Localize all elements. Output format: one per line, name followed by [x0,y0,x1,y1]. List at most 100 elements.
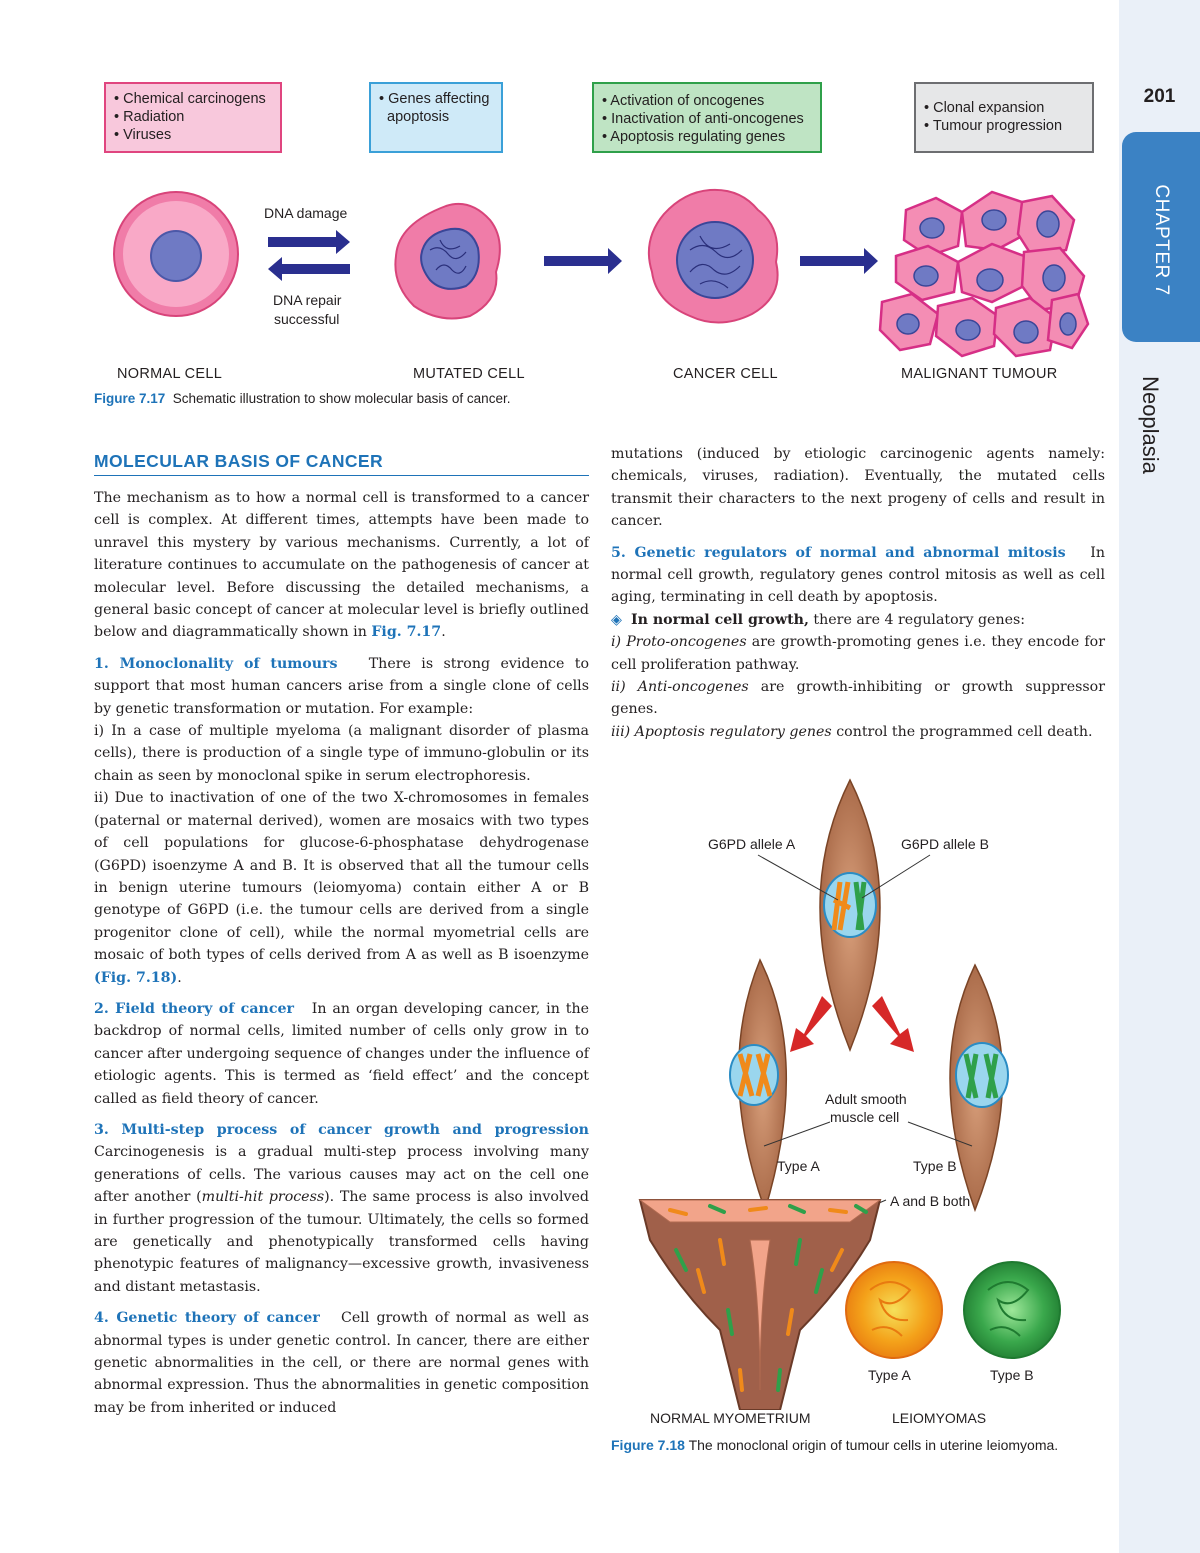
allele-a-label: G6PD allele A [708,836,796,852]
uterus-myometrium [638,1199,882,1410]
box-line: • Genes affecting [379,91,490,107]
a-and-b-label: A and B both [890,1193,971,1209]
chapter-title: Neoplasia [1138,376,1163,474]
gene-item-i: i) Proto-oncogenes are growth-promoting … [611,631,1105,676]
normal-cell [113,191,239,317]
figure-7-18-illustration [638,778,1061,1410]
intro-end: . [441,624,446,641]
fig-7-18-link[interactable]: (Fig. 7.18) [94,969,178,986]
dna-repair-label: DNA repair [273,292,342,308]
cause-box-expansion: • Clonal expansion • Tumour progression [914,82,1094,153]
dna-damage-label: DNA damage [264,205,348,221]
field-theory-text: In an organ developing cancer, in the ba… [94,1000,590,1107]
monoclonality-heading: 1. Monoclonality of tumours [94,655,338,672]
adult-cell-label: Adult smooth [825,1091,907,1107]
box-line: • Tumour progression [924,118,1063,134]
allele-b-pointer [861,854,931,899]
box-line: • Clonal expansion [924,100,1045,116]
item-ii-text: ii) Due to inactivation of one of the tw… [94,790,589,964]
fig-7-17-link[interactable]: Fig. 7.17 [371,624,442,641]
dna-arrows [268,230,350,281]
allele-a-pointer [757,854,839,901]
regulators-heading: 5. Genetic regulators of normal and abno… [611,544,1066,561]
monoclonality-text: There is strong evidence to support that… [94,655,589,717]
regulators-text: In normal cell growth, regulatory genes … [611,544,1105,606]
adult-cell-label-2: muscle cell [830,1109,900,1125]
intro-text: The mechanism as to how a normal cell is… [94,490,589,641]
diamond-bullet-icon: ◈ [611,611,622,628]
malignant-tumour-label: MALIGNANT TUMOUR [901,366,1058,382]
caption-label: Figure 7.18 [611,1437,685,1453]
mutated-cell-label: MUTATED CELL [413,366,525,382]
item-iii-text: control the programmed cell death. [836,723,1093,740]
mutated-cell [394,202,501,320]
section-title: MOLECULAR BASIS OF CANCER [94,451,589,476]
field-theory-paragraph: 2. Field theory of cancer In an organ de… [94,998,589,1110]
leiomyoma-type-b [963,1261,1061,1359]
box-line: • Inactivation of anti-oncogenes [602,111,804,127]
caption-text: The monoclonal origin of tumour cells in… [688,1437,1059,1453]
box-line: • Chemical carcinogens [114,91,266,107]
leiomyoma-type-a [845,1261,943,1359]
item-i-italic: i) Proto-oncogenes [611,634,747,651]
monoclonality-paragraph: 1. Monoclonality of tumours There is str… [94,653,589,720]
genetic-theory-heading: 4. Genetic theory of cancer [94,1310,320,1327]
cause-box-apoptosis: • Genes affecting apoptosis [369,82,503,153]
type-b-label: Type B [913,1158,957,1174]
adult-cell-pointer-right [907,1121,973,1147]
caption-label: Figure 7.17 [94,391,166,406]
chapter-label: CHAPTER 7 [1151,184,1172,296]
box-line: • Viruses [114,127,172,143]
multistep-text-1: Carcinogenesis is a gradual multi-step p… [94,1144,589,1206]
cause-box-carcinogens: • Chemical carcinogens • Radiation • Vir… [104,82,282,153]
tumour-nuclei [896,209,1077,344]
continuation-paragraph: mutations (induced by etiologic carcinog… [611,446,1105,530]
cause-box-genes: • Activation of oncogenes • Inactivation… [592,82,822,153]
item-ii-italic: ii) Anti-oncogenes [611,679,749,696]
tumour-type-b-label: Type B [990,1367,1034,1383]
figure-7-17-illustration [113,188,1090,358]
genetic-theory-paragraph: 4. Genetic theory of cancer Cell growth … [94,1307,589,1419]
allele-b-label: G6PD allele B [901,836,989,852]
type-b-muscle-cell [949,963,1009,1213]
tumour-type-a-label: Type A [868,1367,911,1383]
arrow-to-tumour [800,248,878,274]
type-a-label: Type A [777,1158,820,1174]
cancer-cell [647,188,779,324]
figure-7-17-caption: Figure 7.17 Schematic illustration to sh… [94,391,510,406]
arrow-to-cancer [544,248,622,274]
dna-repair-label-2: successful [274,311,340,327]
multistep-text-2: ). The same process is also involved in … [94,1189,589,1295]
chapter-tab[interactable] [1122,132,1200,342]
page-number: 201 [1143,86,1176,107]
monoclonality-item-ii: ii) Due to inactivation of one of the tw… [94,787,589,989]
top-muscle-cell [819,778,881,1053]
bullet-heading: In normal cell growth, [630,611,809,628]
adult-cell-pointer-left [763,1121,831,1147]
item-iii-italic: iii) Apoptosis regulatory genes [611,723,832,740]
multistep-heading: 3. Multi-step process of cancer growth a… [94,1121,589,1138]
item-ii-text: are growth-inhibiting or growth suppress… [611,679,1105,718]
red-arrow-right [872,996,914,1052]
caption-text: Schematic illustration to show molecular… [172,391,511,406]
leiomyomas-label: LEIOMYOMAS [892,1410,987,1426]
box-line: • Apoptosis regulating genes [602,129,786,145]
cancer-cell-label: CANCER CELL [673,366,778,382]
gene-item-iii: iii) Apoptosis regulatory genes control … [611,721,1105,743]
multistep-italic: multi-hit process [201,1189,325,1206]
item-ii-end: . [177,969,182,986]
box-line: apoptosis [379,109,450,125]
field-theory-heading: 2. Field theory of cancer [94,1000,294,1017]
bullet-text: there are 4 regulatory genes: [813,611,1026,628]
normal-myometrium-label: NORMAL MYOMETRIUM [650,1410,811,1426]
box-line: • Radiation [114,109,185,125]
red-arrow-left [790,996,832,1052]
monoclonality-item-i: i) In a case of multiple myeloma (a mali… [94,723,589,784]
genetic-theory-text: Cell growth of normal as well as abnorma… [94,1310,589,1416]
normal-cell-label: NORMAL CELL [117,366,223,382]
left-column: The mechanism as to how a normal cell is… [94,487,589,1428]
type-a-muscle-cell [729,958,788,1213]
intro-paragraph: The mechanism as to how a normal cell is… [94,487,589,644]
right-column: mutations (induced by etiologic carcinog… [611,443,1105,743]
figure-7-18-caption: Figure 7.18 The monoclonal origin of tum… [611,1435,1105,1455]
